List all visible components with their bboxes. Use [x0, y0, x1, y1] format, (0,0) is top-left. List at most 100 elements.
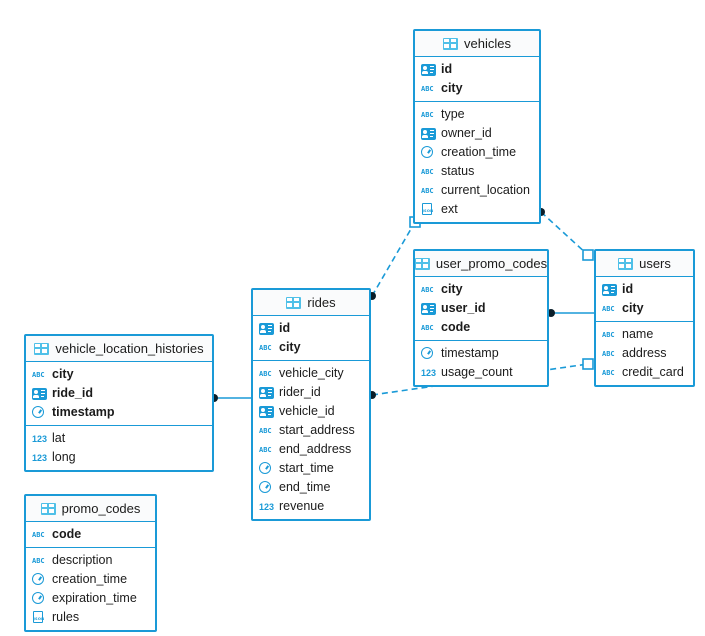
column-row-id[interactable]: id	[253, 319, 369, 338]
abc-text-icon: ABC	[259, 343, 272, 352]
number-123-icon: 123	[32, 433, 48, 444]
table-icon	[618, 257, 634, 270]
table-title: vehicles	[464, 36, 511, 51]
column-row-id[interactable]: id	[415, 60, 539, 79]
column-row-creation_time[interactable]: creation_time	[415, 143, 539, 162]
id-card-icon	[421, 63, 436, 76]
abc-text-icon: ABC	[421, 110, 434, 119]
column-name: city	[441, 81, 463, 96]
column-row-rules[interactable]: rules	[26, 608, 155, 627]
id-card-icon	[602, 283, 617, 296]
column-name: creation_time	[441, 145, 517, 160]
column-name: timestamp	[441, 346, 499, 361]
edge-rides-to-vehicles[interactable]	[371, 221, 416, 297]
abc-text-icon: ABC	[32, 556, 45, 565]
clock-icon	[421, 145, 436, 160]
table-icon	[40, 502, 56, 515]
column-name: address	[622, 346, 667, 361]
column-row-start_time[interactable]: start_time	[253, 459, 369, 478]
table-title: promo_codes	[61, 501, 141, 516]
json-document-icon	[32, 610, 47, 625]
table-header-users[interactable]: users	[596, 251, 693, 277]
abc-text-icon: ABC	[421, 186, 434, 195]
column-name: creation_time	[52, 572, 128, 587]
column-name: rules	[52, 610, 80, 625]
column-row-creation_time[interactable]: creation_time	[26, 570, 155, 589]
table-icon	[286, 296, 302, 309]
column-row-owner_id[interactable]: owner_id	[415, 124, 539, 143]
column-row-end_time[interactable]: end_time	[253, 478, 369, 497]
column-row-city[interactable]: ABC city	[253, 338, 369, 357]
column-row-rider_id[interactable]: rider_id	[253, 383, 369, 402]
table-title: users	[639, 256, 671, 271]
number-123-icon: 123	[32, 452, 48, 463]
column-name: owner_id	[441, 126, 492, 141]
id-card-icon	[32, 387, 47, 400]
clock-icon	[259, 461, 274, 476]
column-name: credit_card	[622, 365, 684, 380]
column-name: rider_id	[279, 385, 321, 400]
clock-icon	[259, 480, 274, 495]
table-icon	[414, 257, 430, 270]
column-row-user_id[interactable]: user_id	[415, 299, 547, 318]
abc-text-icon: ABC	[32, 370, 45, 379]
table-header-vehicle_location_histories[interactable]: vehicle_location_histories	[26, 336, 212, 362]
table-icon	[34, 342, 50, 355]
column-row-id[interactable]: id	[596, 280, 693, 299]
abc-text-icon: ABC	[602, 368, 615, 377]
column-row-expiration_time[interactable]: expiration_time	[26, 589, 155, 608]
column-row-ext[interactable]: ext	[415, 200, 539, 219]
column-row-timestamp[interactable]: timestamp	[26, 403, 212, 422]
column-row-ride_id[interactable]: ride_id	[26, 384, 212, 403]
column-name: city	[279, 340, 301, 355]
abc-text-icon: ABC	[259, 426, 272, 435]
column-row-credit_card[interactable]: ABC credit_card	[596, 363, 693, 382]
table-header-promo_codes[interactable]: promo_codes	[26, 496, 155, 522]
column-name: usage_count	[441, 365, 513, 380]
column-name: description	[52, 553, 113, 568]
edge-target-square-rides-to-users	[582, 358, 594, 370]
table-header-user_promo_codes[interactable]: user_promo_codes	[414, 251, 547, 277]
edge-target-square-vehicles-to-users	[582, 249, 594, 261]
number-123-icon: 123	[259, 501, 275, 512]
table-header-rides[interactable]: rides	[253, 290, 369, 316]
column-name: user_id	[441, 301, 486, 316]
column-row-description[interactable]: ABC description	[26, 551, 155, 570]
column-row-timestamp[interactable]: timestamp	[415, 344, 547, 363]
column-row-vehicle_id[interactable]: vehicle_id	[253, 402, 369, 421]
column-name: id	[279, 321, 291, 336]
column-name: ext	[441, 202, 458, 217]
table-header-vehicles[interactable]: vehicles	[415, 31, 539, 57]
